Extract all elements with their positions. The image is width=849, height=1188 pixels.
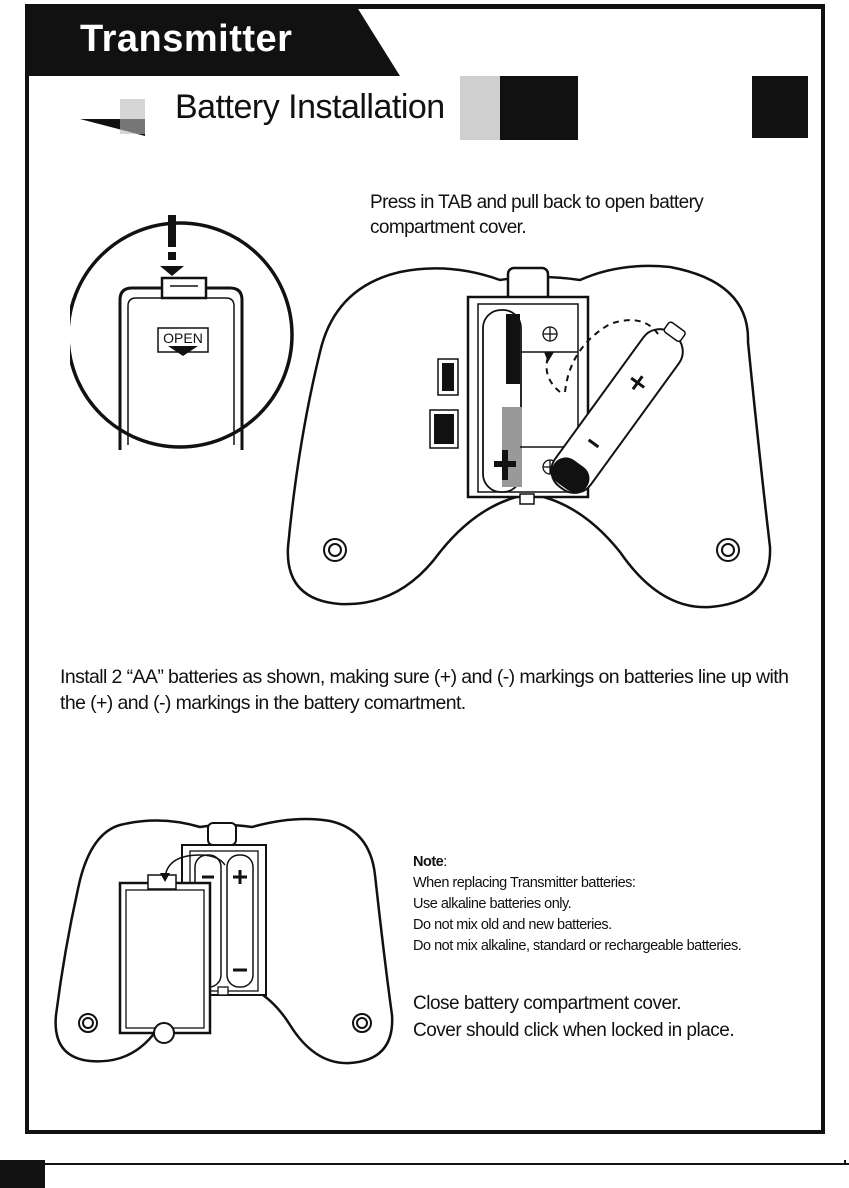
closing-line-2: Cover should click when locked in place. [413, 1020, 735, 1041]
note-line: Do not mix old and new batteries. [413, 917, 612, 933]
closing-line-1: Close battery compartment cover. [413, 993, 682, 1014]
open-cover-instruction: Press in TAB and pull back to open batte… [370, 192, 704, 238]
open-tab-label: OPEN [163, 330, 203, 346]
controller-battery-diagram [286, 264, 772, 609]
open-tab-detail-diagram: OPEN [70, 215, 294, 450]
controller-cover-diagram [54, 817, 394, 1065]
header-graphic [25, 4, 400, 136]
closing-instruction: Close battery compartment cover. Cover s… [413, 990, 813, 1044]
install-instruction: Install 2 “AA” batteries as shown, makin… [60, 666, 789, 714]
subtitle-shade-block [460, 76, 578, 140]
corner-block [752, 76, 808, 138]
note-heading: Note [413, 854, 444, 870]
note-line: Use alkaline batteries only. [413, 896, 572, 912]
note-block: Note: When replacing Transmitter batteri… [413, 852, 813, 957]
note-line: Do not mix alkaline, standard or recharg… [413, 938, 742, 954]
bottom-bar [0, 1160, 849, 1188]
section-subtitle: Battery Installation [175, 88, 445, 126]
note-intro: When replacing Transmitter batteries: [413, 875, 636, 891]
page-title: Transmitter [80, 18, 293, 60]
